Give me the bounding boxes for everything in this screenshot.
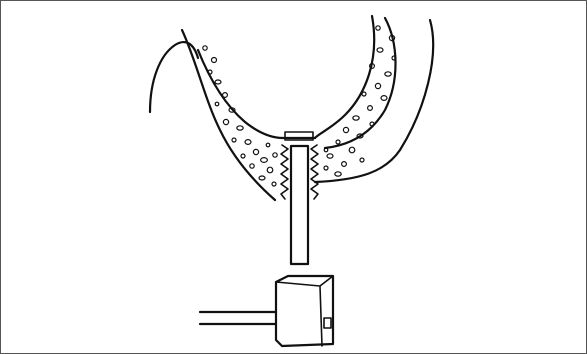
cortical-inner-left bbox=[198, 50, 283, 138]
mallet-head-edge bbox=[276, 276, 333, 346]
osteotome bbox=[291, 146, 308, 264]
cortical-inner-right bbox=[315, 16, 374, 138]
cortical-outer-left bbox=[182, 30, 275, 200]
mallet bbox=[200, 276, 333, 346]
osteotome-shaft bbox=[291, 146, 308, 264]
mallet-handle bbox=[200, 312, 276, 324]
mallet-head-pin bbox=[324, 318, 331, 328]
osteotomy-wall-left bbox=[281, 145, 288, 199]
osteotomy-wall-right bbox=[311, 145, 318, 199]
cortical-outer-right-2 bbox=[325, 18, 396, 148]
cancellous-bone bbox=[203, 26, 396, 186]
mallet-head bbox=[276, 276, 333, 346]
